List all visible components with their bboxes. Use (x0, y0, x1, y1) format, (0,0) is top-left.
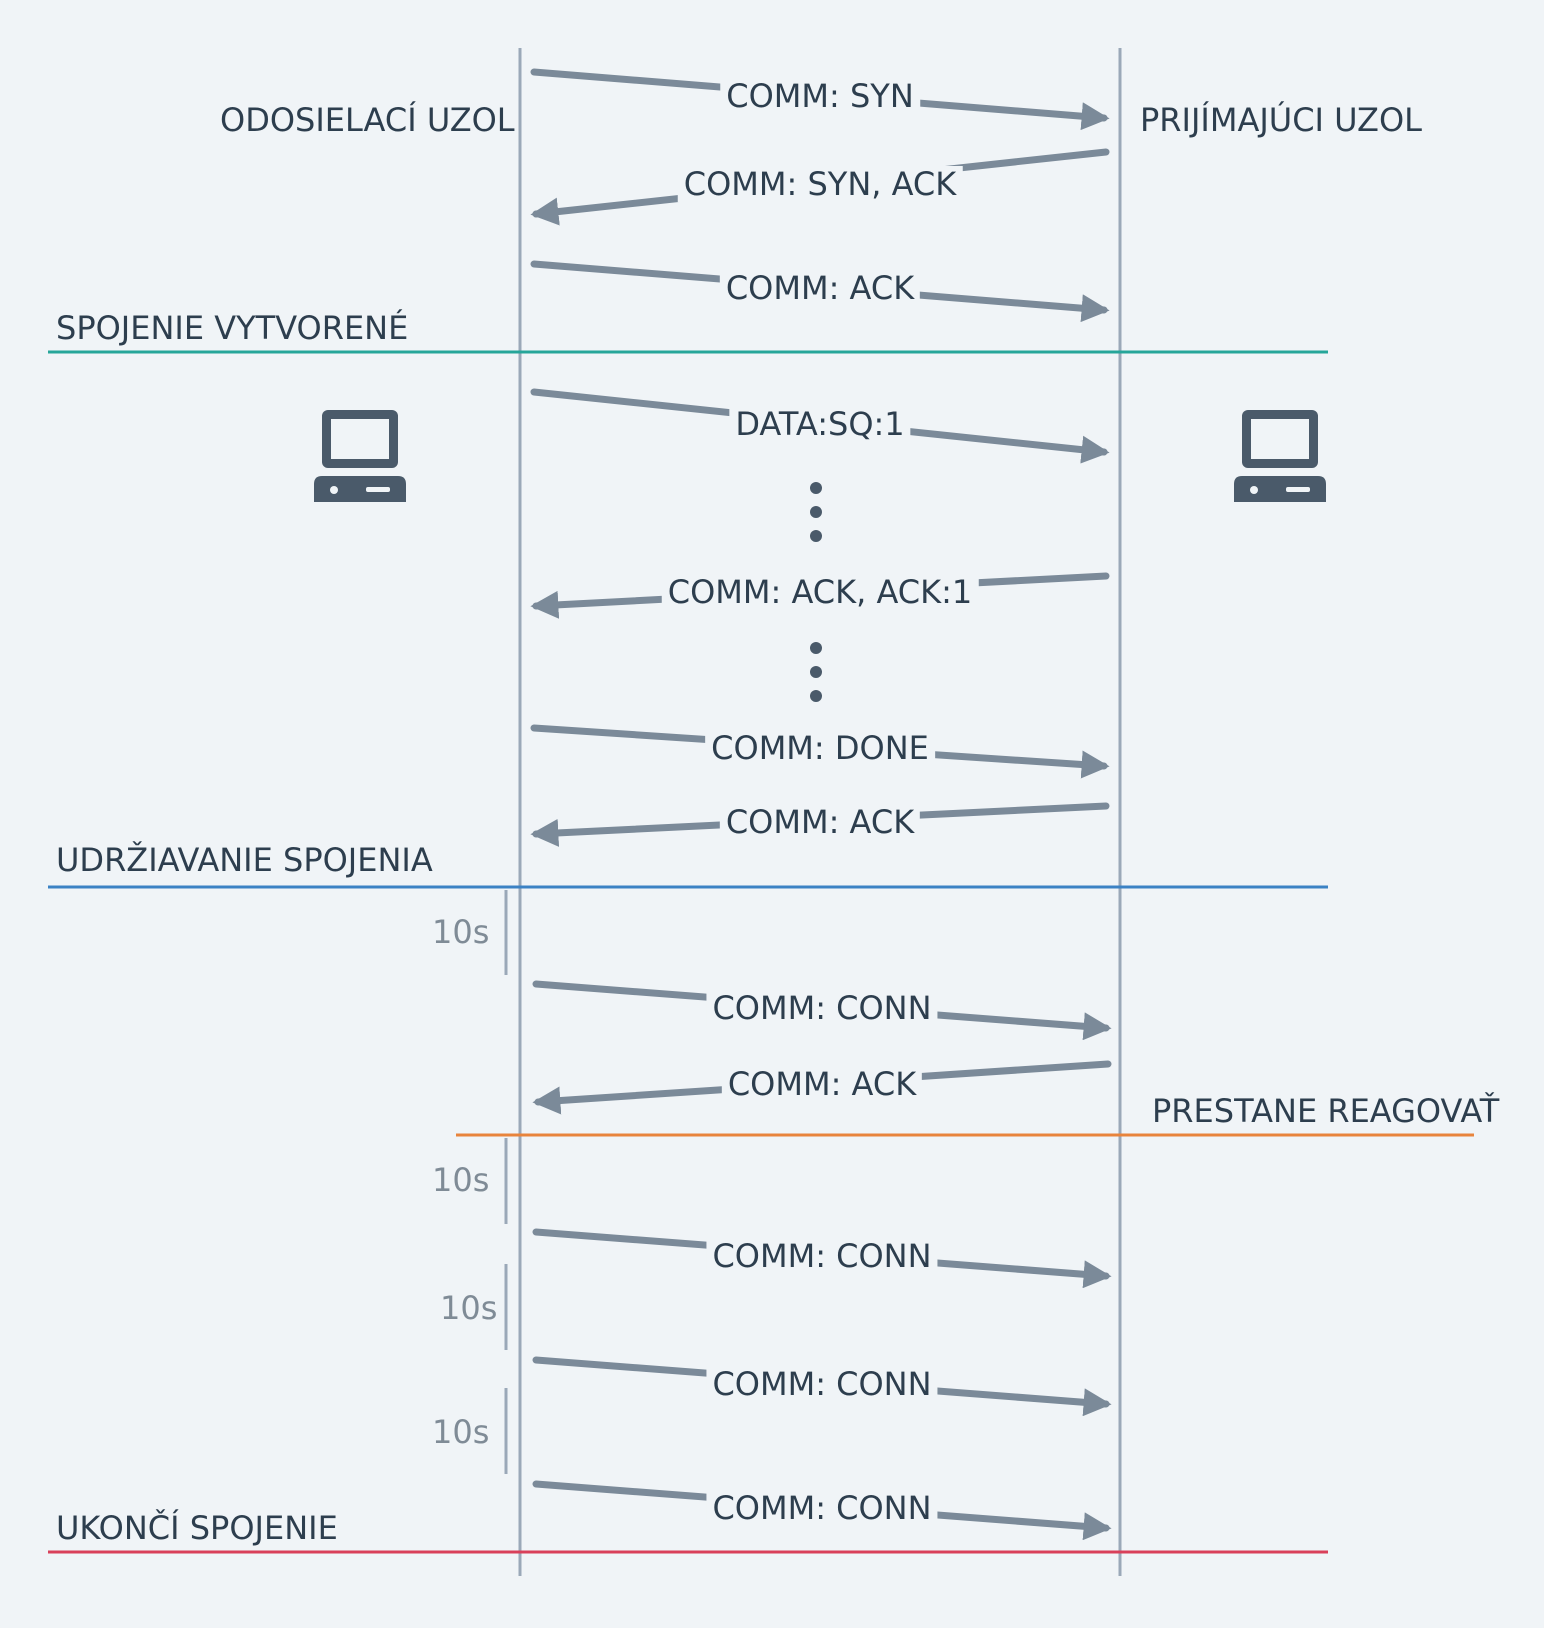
phase-keepalive-label: UDRŽIAVANIE SPOJENIA (56, 841, 433, 879)
phase-terminate-label: UKONČÍ SPOJENIE (56, 1509, 338, 1547)
message-label: DATA:SQ:1 (729, 406, 911, 442)
timer-label: 10s (432, 1413, 490, 1451)
message-label: COMM: ACK, ACK:1 (661, 574, 979, 610)
message-label: COMM: DONE (705, 730, 935, 766)
timer-label: 10s (432, 913, 490, 951)
timer-label: 10s (432, 1161, 490, 1199)
computer-icon (314, 410, 406, 502)
message-label: COMM: ACK (719, 804, 921, 840)
message-label: COMM: SYN (720, 78, 920, 114)
message-label: COMM: ACK (721, 1066, 923, 1102)
ellipsis-icon (810, 482, 822, 542)
receiver-node-label: PRIJÍMAJÚCI UZOL (1140, 101, 1422, 139)
computer-icon (1234, 410, 1326, 502)
message-label: COMM: CONN (706, 990, 938, 1026)
message-label: COMM: CONN (706, 1490, 938, 1526)
message-label: COMM: ACK (719, 270, 921, 306)
message-label: COMM: CONN (706, 1366, 938, 1402)
phase-stops-label: PRESTANE REAGOVAŤ (1152, 1092, 1500, 1130)
ellipsis-icon (810, 642, 822, 702)
message-label: COMM: SYN, ACK (677, 166, 963, 202)
timer-label: 10s (440, 1289, 498, 1327)
phase-established-label: SPOJENIE VYTVORENÉ (56, 309, 409, 347)
message-label: COMM: CONN (706, 1238, 938, 1274)
sender-node-label: ODOSIELACÍ UZOL (220, 101, 515, 139)
